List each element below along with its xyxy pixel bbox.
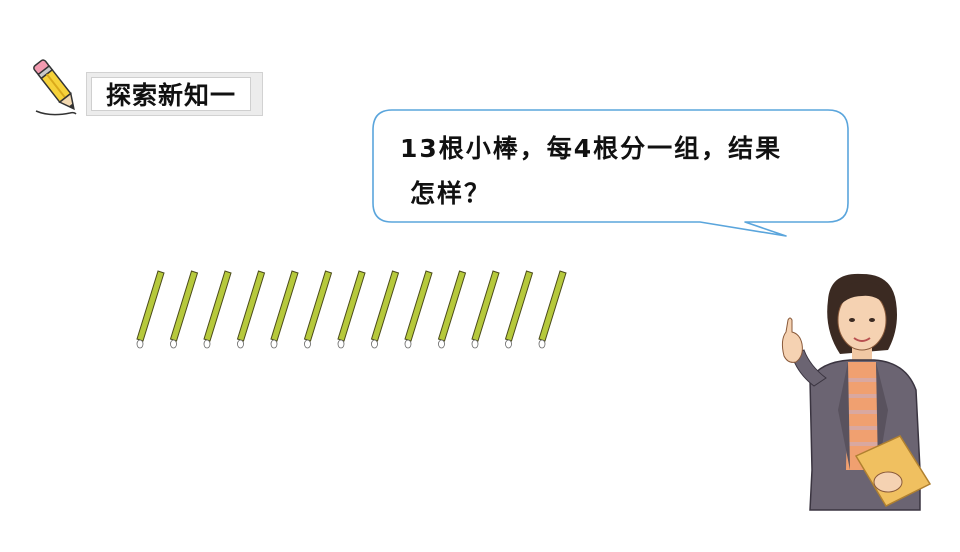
stick (471, 270, 500, 349)
section-title: 探索新知一 (91, 77, 251, 111)
section-title-tag: 探索新知一 (86, 72, 263, 116)
stick (169, 270, 199, 349)
stick (538, 270, 567, 349)
bubble-line-1: 13根小棒，每4根分一组，结果 (400, 134, 783, 163)
stick (270, 270, 299, 349)
bubble-line-2: 怎样？ (410, 179, 492, 208)
stick (337, 270, 366, 349)
stick (437, 270, 467, 349)
stick (504, 270, 534, 349)
stick (236, 270, 266, 349)
stick (303, 270, 333, 349)
pencil-icon (33, 59, 77, 116)
stick (404, 270, 433, 349)
stick (370, 270, 400, 349)
teacher-illustration (781, 273, 932, 511)
stick (203, 270, 232, 349)
stick (136, 270, 165, 349)
bubble-question: 13根小棒，每4根分一组，结果 怎样？ (400, 126, 840, 216)
